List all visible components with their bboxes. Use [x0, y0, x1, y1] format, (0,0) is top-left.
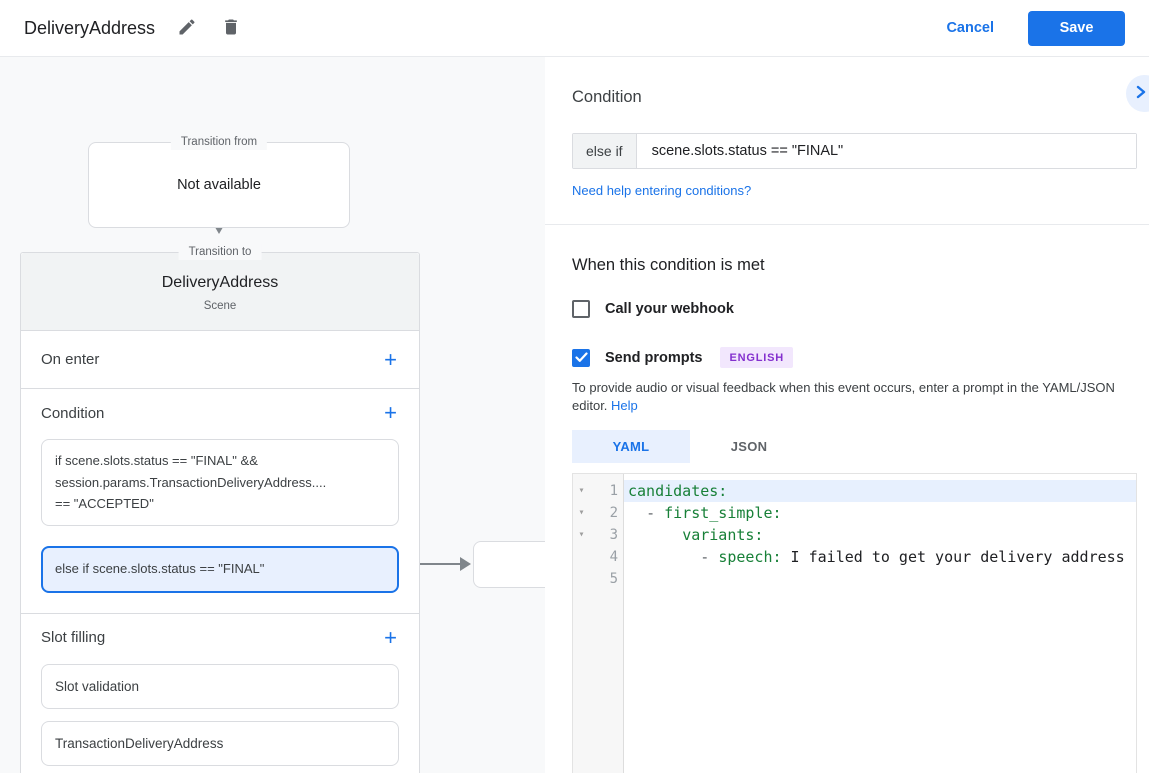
slot-item[interactable]: Slot validation — [41, 663, 399, 709]
on-enter-section: On enter + — [21, 331, 419, 389]
checkmark-icon — [574, 352, 588, 362]
line-number: 5 — [609, 571, 618, 587]
send-prompts-row: Send prompts ENGLISH — [572, 347, 1137, 368]
transition-target-node[interactable] — [473, 541, 545, 588]
prompts-description: To provide audio or visual feedback when… — [572, 379, 1134, 414]
condition-item[interactable]: if scene.slots.status == "FINAL" && sess… — [41, 439, 399, 526]
plus-icon: + — [384, 346, 397, 372]
line-number: 1 — [609, 483, 618, 499]
condition-list: if scene.slots.status == "FINAL" && sess… — [41, 439, 399, 593]
scene-card: Transition to DeliveryAddress Scene On e… — [20, 244, 420, 773]
help-link[interactable]: Help — [611, 397, 638, 413]
pencil-icon — [177, 17, 197, 40]
webhook-row: Call your webhook — [572, 300, 1137, 318]
condition-help-link[interactable]: Need help entering conditions? — [572, 183, 752, 198]
edit-button[interactable] — [175, 16, 199, 40]
condition-section-label: Condition — [41, 404, 105, 422]
slot-filling-label: Slot filling — [41, 629, 106, 646]
chevron-right-icon — [1135, 85, 1147, 102]
tab-json[interactable]: JSON — [690, 430, 808, 463]
language-badge: ENGLISH — [720, 347, 793, 368]
slot-item[interactable]: TransactionDeliveryAddress — [41, 720, 399, 766]
delete-button[interactable] — [219, 16, 243, 40]
send-prompts-checkbox[interactable] — [572, 348, 590, 367]
editor-code-area[interactable]: candidates: - first_simple: variants: - … — [624, 474, 1136, 773]
line-number: 4 — [609, 549, 618, 565]
collapse-panel-button[interactable] — [1126, 75, 1149, 112]
transition-to-label: Transition to — [178, 244, 262, 260]
condition-section: Condition + if scene.slots.status == "FI… — [21, 389, 419, 614]
panel-title: Condition — [572, 88, 642, 106]
condition-prefix: else if — [573, 134, 637, 168]
transition-from-node[interactable]: Transition from Not available — [88, 134, 350, 228]
editor-gutter: ▾ 1 ▾ 2 ▾ 3 4 5 — [573, 474, 624, 773]
on-enter-label: On enter — [41, 351, 100, 368]
send-prompts-label[interactable]: Send prompts — [605, 349, 703, 366]
fold-arrow-icon[interactable]: ▾ — [578, 507, 585, 518]
line-number: 3 — [609, 527, 618, 543]
transition-from-content: Not available — [177, 177, 261, 193]
code-line[interactable]: candidates: — [624, 480, 1136, 502]
code-line[interactable]: - speech: I failed to get your delivery … — [700, 548, 1125, 566]
code-line[interactable] — [624, 568, 1136, 590]
plus-icon: + — [384, 624, 397, 650]
condition-met-title: When this condition is met — [572, 256, 765, 274]
scene-type-label: Scene — [203, 300, 237, 312]
trash-icon — [221, 17, 241, 40]
scene-card-header[interactable]: DeliveryAddress Scene — [21, 253, 419, 331]
scene-name: DeliveryAddress — [161, 274, 279, 291]
tab-yaml[interactable]: YAML — [572, 430, 690, 463]
add-condition-button[interactable]: + — [382, 402, 399, 424]
panel-divider — [545, 224, 1149, 225]
add-slot-button[interactable]: + — [382, 624, 399, 650]
fold-arrow-icon[interactable]: ▾ — [578, 485, 585, 496]
call-webhook-checkbox[interactable] — [572, 300, 590, 318]
scene-diagram-panel: Transition from Not available Transition… — [0, 57, 545, 773]
plus-icon: + — [384, 400, 397, 425]
save-button[interactable]: Save — [1028, 10, 1125, 46]
line-number: 2 — [609, 505, 618, 521]
condition-expression-row: else if — [572, 133, 1137, 169]
transition-from-label: Transition from — [170, 134, 268, 150]
condition-item-selected[interactable]: else if scene.slots.status == "FINAL" — [41, 545, 399, 593]
fold-arrow-icon[interactable]: ▾ — [578, 529, 585, 540]
code-line[interactable]: - first_simple: — [646, 504, 782, 522]
app-header: DeliveryAddress Cancel Save — [0, 0, 1149, 57]
code-line[interactable]: variants: — [682, 526, 764, 544]
cancel-button[interactable]: Cancel — [934, 12, 1006, 44]
add-on-enter-button[interactable]: + — [382, 346, 399, 372]
condition-expression-input[interactable] — [636, 134, 1136, 168]
page-title: DeliveryAddress — [24, 17, 156, 38]
condition-detail-panel: Condition else if Need help entering con… — [545, 57, 1149, 773]
call-webhook-label[interactable]: Call your webhook — [605, 301, 734, 317]
prompts-description-text: To provide audio or visual feedback when… — [572, 380, 1115, 413]
yaml-editor[interactable]: ▾ 1 ▾ 2 ▾ 3 4 5 candidates: - first_simple: var… — [572, 473, 1137, 773]
